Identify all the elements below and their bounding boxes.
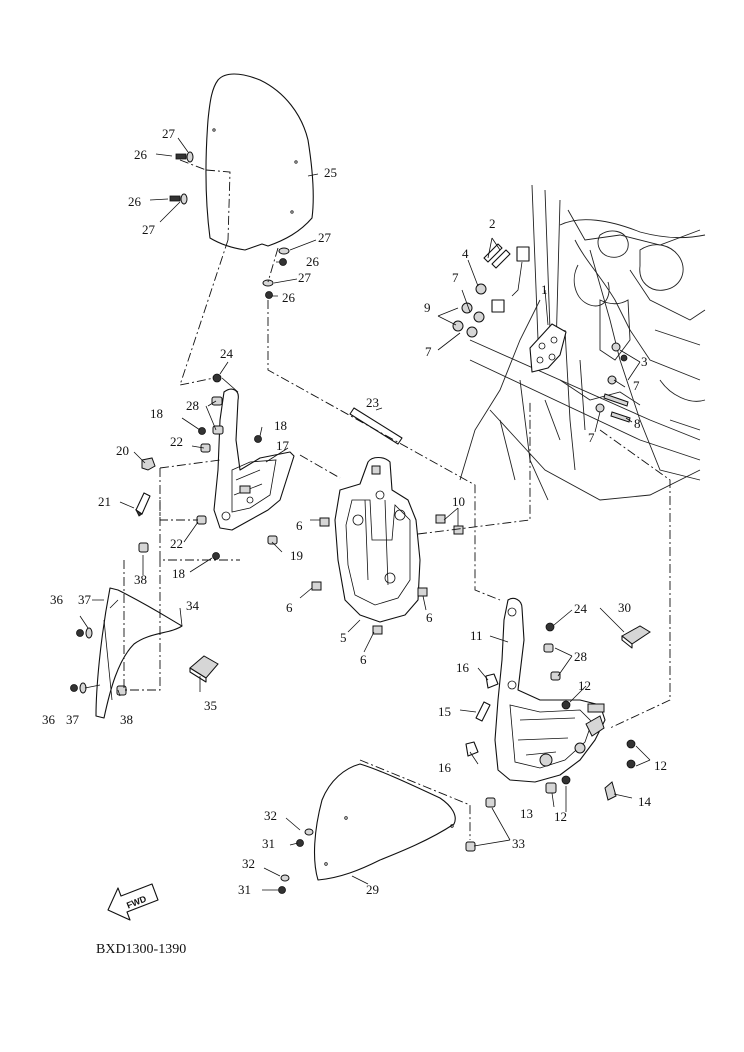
callout-38a: 38 xyxy=(134,572,147,587)
callout-29: 29 xyxy=(366,882,379,897)
callout-38b: 38 xyxy=(120,712,133,727)
callout-7b: 7 xyxy=(425,344,432,359)
callout-19: 19 xyxy=(290,548,303,563)
bracket-fasteners-4-7-9 xyxy=(452,283,631,423)
callout-30: 30 xyxy=(618,600,631,615)
callout-36b: 36 xyxy=(42,712,56,727)
callout-7d: 7 xyxy=(588,430,595,445)
callout-10: 10 xyxy=(452,494,465,509)
windshield-bolts-26 xyxy=(169,151,290,299)
callout-4: 4 xyxy=(462,246,469,261)
callout-15: 15 xyxy=(438,704,451,719)
callout-6a: 6 xyxy=(296,518,303,533)
callout-1: 1 xyxy=(541,282,548,297)
callout-17: 17 xyxy=(276,438,290,453)
callout-28b: 28 xyxy=(574,649,587,664)
callout-12b: 12 xyxy=(654,758,667,773)
callout-16b: 16 xyxy=(438,760,452,775)
forward-arrow-icon: FWD xyxy=(107,883,159,921)
deflector-part-34 xyxy=(95,587,183,719)
callout-18a: 18 xyxy=(150,406,163,421)
cover-part-29 xyxy=(313,763,456,881)
rod-part-23 xyxy=(349,407,403,445)
callout-16a: 16 xyxy=(456,660,470,675)
callout-12c: 12 xyxy=(554,809,567,824)
callout-5: 5 xyxy=(340,630,347,645)
windshield-part-25 xyxy=(205,73,314,251)
callout-25: 25 xyxy=(324,165,337,180)
stay-bracket-part-17 xyxy=(213,388,295,531)
callout-34: 34 xyxy=(186,598,200,613)
deflector-fasteners-36-37-38 xyxy=(70,542,149,696)
nuts-part-6-10 xyxy=(311,514,464,635)
callout-37a: 37 xyxy=(78,592,92,607)
callout-18b: 18 xyxy=(274,418,287,433)
callout-20: 20 xyxy=(116,443,129,458)
callout-6c: 6 xyxy=(426,610,433,625)
stay-bracket-part-11 xyxy=(494,597,606,783)
diagram-code: BXD1300-1390 xyxy=(96,942,186,957)
leader-lines xyxy=(79,137,651,891)
callout-26d: 26 xyxy=(282,290,296,305)
callout-27d: 27 xyxy=(298,270,312,285)
callout-2: 2 xyxy=(489,216,496,231)
callout-6d: 6 xyxy=(360,652,367,667)
callout-14: 14 xyxy=(638,794,652,809)
callout-33: 33 xyxy=(512,836,525,851)
callout-32b: 32 xyxy=(242,856,255,871)
callout-24b: 24 xyxy=(574,601,588,616)
callout-22a: 22 xyxy=(170,434,183,449)
callout-37b: 37 xyxy=(66,712,80,727)
left-bracket-fasteners xyxy=(141,373,278,560)
callout-6b: 6 xyxy=(286,600,293,615)
callout-7c: 7 xyxy=(633,378,640,393)
center-bracket-part-5 xyxy=(334,456,421,623)
pad-part-35 xyxy=(189,655,219,683)
callout-35: 35 xyxy=(204,698,217,713)
callout-18c: 18 xyxy=(172,566,185,581)
callout-27a: 27 xyxy=(162,126,176,141)
callout-26a: 26 xyxy=(134,147,148,162)
bracket-part-1 xyxy=(529,323,567,373)
callout-8: 8 xyxy=(634,416,641,431)
callout-28a: 28 xyxy=(186,398,199,413)
callout-22b: 22 xyxy=(170,536,183,551)
callout-36a: 36 xyxy=(50,592,64,607)
cover-fasteners-31-32-33 xyxy=(278,797,496,894)
callout-31a: 31 xyxy=(262,836,275,851)
callout-3: 3 xyxy=(641,354,648,369)
callout-23: 23 xyxy=(366,395,379,410)
callout-32a: 32 xyxy=(264,808,277,823)
callout-27b: 27 xyxy=(142,222,156,237)
right-bracket-fasteners xyxy=(465,622,636,801)
pad-part-30 xyxy=(621,625,651,649)
connector-part-2 xyxy=(483,243,530,297)
assembly-lines xyxy=(123,159,671,840)
clip-part-21 xyxy=(134,492,151,517)
callout-24a: 24 xyxy=(220,346,234,361)
motorcycle-frame-background xyxy=(459,184,706,501)
callout-21: 21 xyxy=(98,494,111,509)
callout-11: 11 xyxy=(470,628,483,643)
callout-26c: 26 xyxy=(306,254,320,269)
callout-labels: 1 2 3 4 5 6 6 6 6 7 7 7 7 8 9 10 11 12 1… xyxy=(42,126,667,897)
callout-12a: 12 xyxy=(578,678,591,693)
callout-13: 13 xyxy=(520,806,533,821)
callout-9: 9 xyxy=(424,300,431,315)
callout-27c: 27 xyxy=(318,230,332,245)
callout-7a: 7 xyxy=(452,270,459,285)
callout-31b: 31 xyxy=(238,882,251,897)
callout-26b: 26 xyxy=(128,194,142,209)
